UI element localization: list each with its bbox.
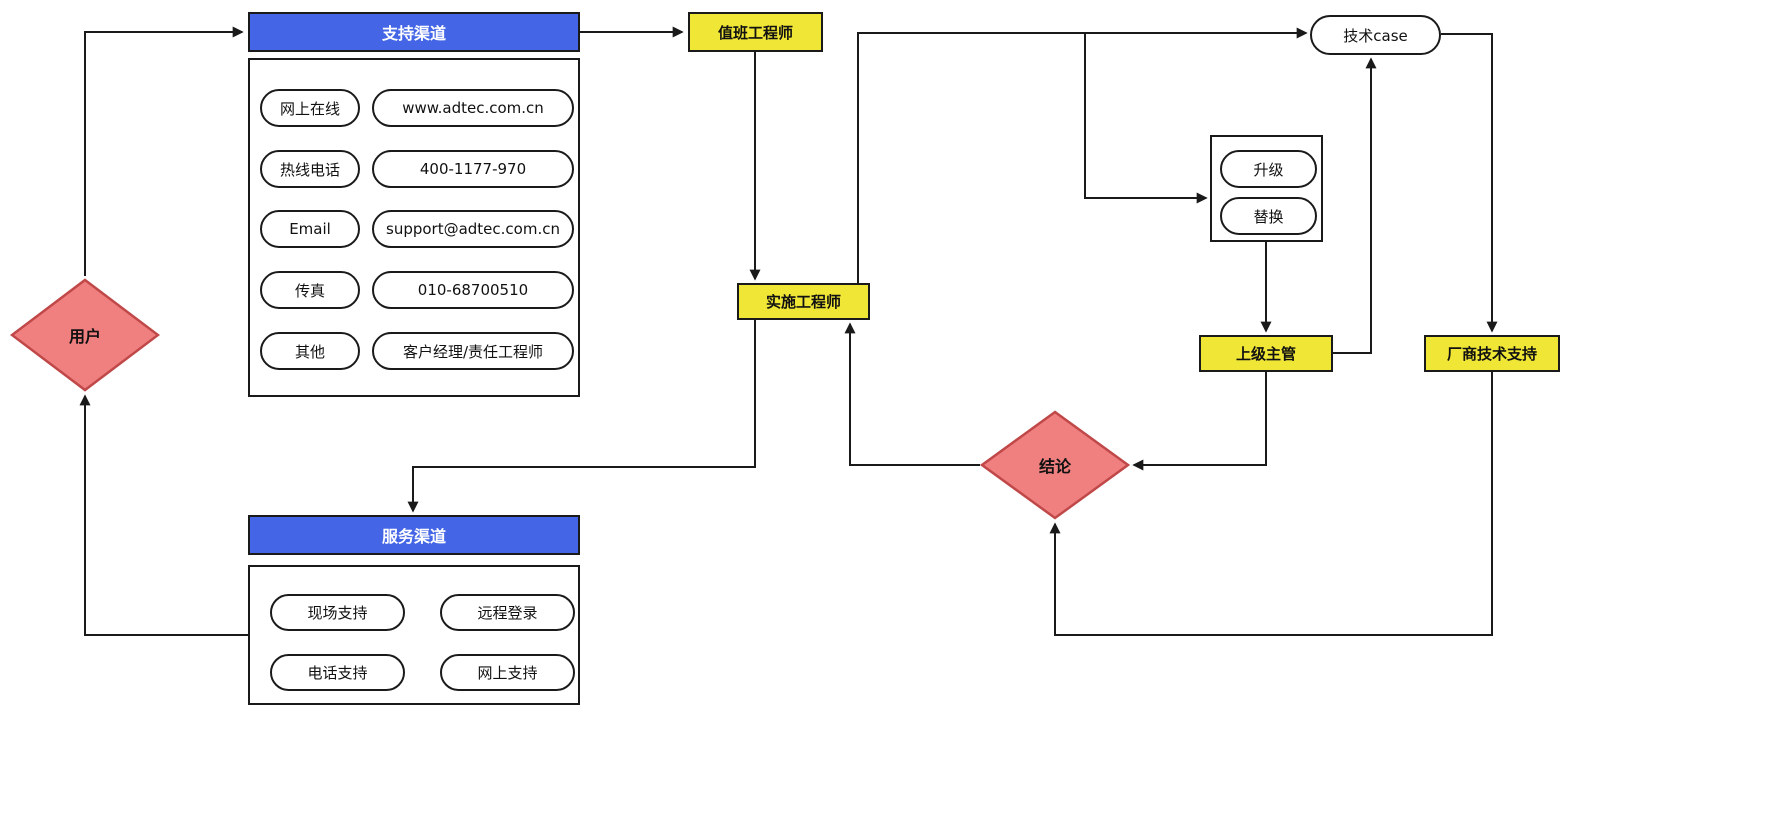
service-channel-list: 现场支持 远程登录 电话支持 网上支持 xyxy=(248,565,580,705)
vendor-support-label: 厂商技术支持 xyxy=(1446,345,1537,363)
service-item: 网上支持 xyxy=(440,654,575,691)
escalation-option-upgrade: 升级 xyxy=(1220,150,1317,188)
support-channel-list: 网上在线 www.adtec.com.cn 热线电话 400-1177-970 … xyxy=(248,58,580,397)
node-vendor-support: 厂商技术支持 xyxy=(1424,335,1560,372)
service-channel-title: 服务渠道 xyxy=(381,527,446,546)
arrow-conclusion-to-impl-engineer xyxy=(844,322,980,466)
support-row-value: www.adtec.com.cn xyxy=(372,89,574,127)
escalation-option-replace: 替换 xyxy=(1220,197,1317,235)
escalation-options-box: 升级 替换 xyxy=(1210,135,1323,242)
service-item: 远程登录 xyxy=(440,594,575,631)
arrow-user-to-support-channel xyxy=(84,26,244,276)
duty-engineer-label: 值班工程师 xyxy=(717,23,793,42)
node-tech-case: 技术case xyxy=(1310,15,1441,55)
arrow-supervisor-to-tech-case xyxy=(1333,57,1377,354)
supervisor-label: 上级主管 xyxy=(1235,345,1296,363)
support-row-value: support@adtec.com.cn xyxy=(372,210,574,248)
support-row-type: Email xyxy=(260,210,360,248)
arrow-impl-to-service-channel xyxy=(407,320,756,513)
support-row-type: 网上在线 xyxy=(260,89,360,127)
node-supervisor: 上级主管 xyxy=(1199,335,1333,372)
support-row-value: 客户经理/责任工程师 xyxy=(372,332,574,370)
impl-engineer-label: 实施工程师 xyxy=(765,293,841,311)
node-user-label: 用户 xyxy=(68,327,101,346)
node-support-channel-header: 支持渠道 xyxy=(248,12,580,52)
service-item: 现场支持 xyxy=(270,594,405,631)
node-service-channel-header: 服务渠道 xyxy=(248,515,580,555)
arrow-vendor-to-conclusion xyxy=(1049,372,1493,636)
node-conclusion-label: 结论 xyxy=(1038,457,1071,476)
arrow-impl-to-tech-case xyxy=(857,27,1308,283)
node-impl-engineer: 实施工程师 xyxy=(737,283,870,320)
arrow-branch-to-escalation-box xyxy=(1084,33,1208,204)
tech-case-label: 技术case xyxy=(1343,26,1408,45)
service-item: 电话支持 xyxy=(270,654,405,691)
arrow-tech-case-to-vendor-support xyxy=(1441,33,1498,333)
support-channel-title: 支持渠道 xyxy=(381,24,446,43)
support-row-type: 其他 xyxy=(260,332,360,370)
node-duty-engineer: 值班工程师 xyxy=(688,12,823,52)
support-row-value: 400-1177-970 xyxy=(372,150,574,188)
support-row-type: 热线电话 xyxy=(260,150,360,188)
node-conclusion: 结论 xyxy=(980,410,1130,520)
arrow-service-to-user xyxy=(79,394,248,636)
support-row-type: 传真 xyxy=(260,271,360,309)
diamond-shape xyxy=(980,410,1130,520)
diamond-shape xyxy=(10,278,160,392)
support-row-value: 010-68700510 xyxy=(372,271,574,309)
arrow-supervisor-to-conclusion xyxy=(1132,372,1267,471)
node-user: 用户 xyxy=(10,278,160,392)
